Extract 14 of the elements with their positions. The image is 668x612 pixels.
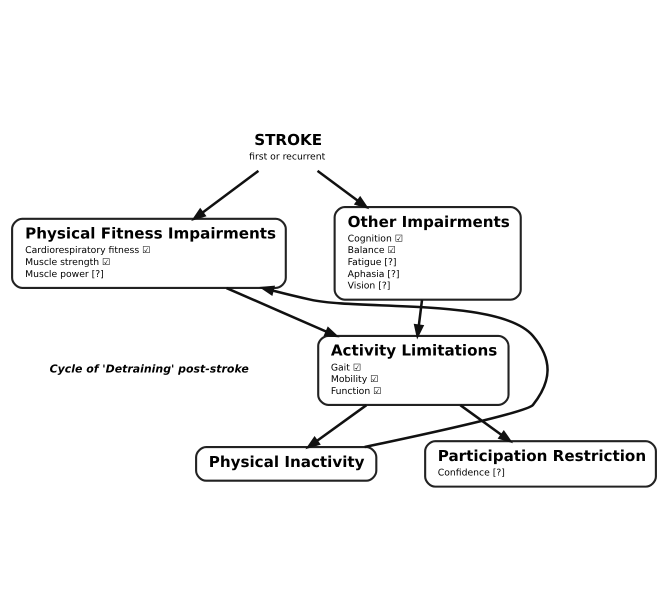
node-box: Physical Inactivity <box>195 446 378 482</box>
node-box: Activity Limitations Gait ☑ Mobility ☑ Function ☑ <box>317 334 510 406</box>
arrow <box>259 286 549 448</box>
arrow <box>414 300 424 340</box>
node-box: Other Impairments Cognition ☑ Balance ☑ Fatigue [?] Aphasia [?] Vision [?] <box>334 206 522 301</box>
arrow <box>226 286 340 338</box>
arrow <box>460 404 514 444</box>
node-box: Physical Fitness Impairments Cardiorespiratory fitness ☑ Muscle strength ☑ Muscle power [?] <box>11 218 287 289</box>
arrow <box>191 170 260 222</box>
arrow <box>316 170 370 210</box>
node-box: Participation Restriction Confidence [?] <box>424 440 657 488</box>
label: Cycle of 'Detraining' post-stroke <box>50 362 249 376</box>
node-text: STROKE first or recurrent <box>249 131 326 163</box>
arrow <box>305 404 368 450</box>
